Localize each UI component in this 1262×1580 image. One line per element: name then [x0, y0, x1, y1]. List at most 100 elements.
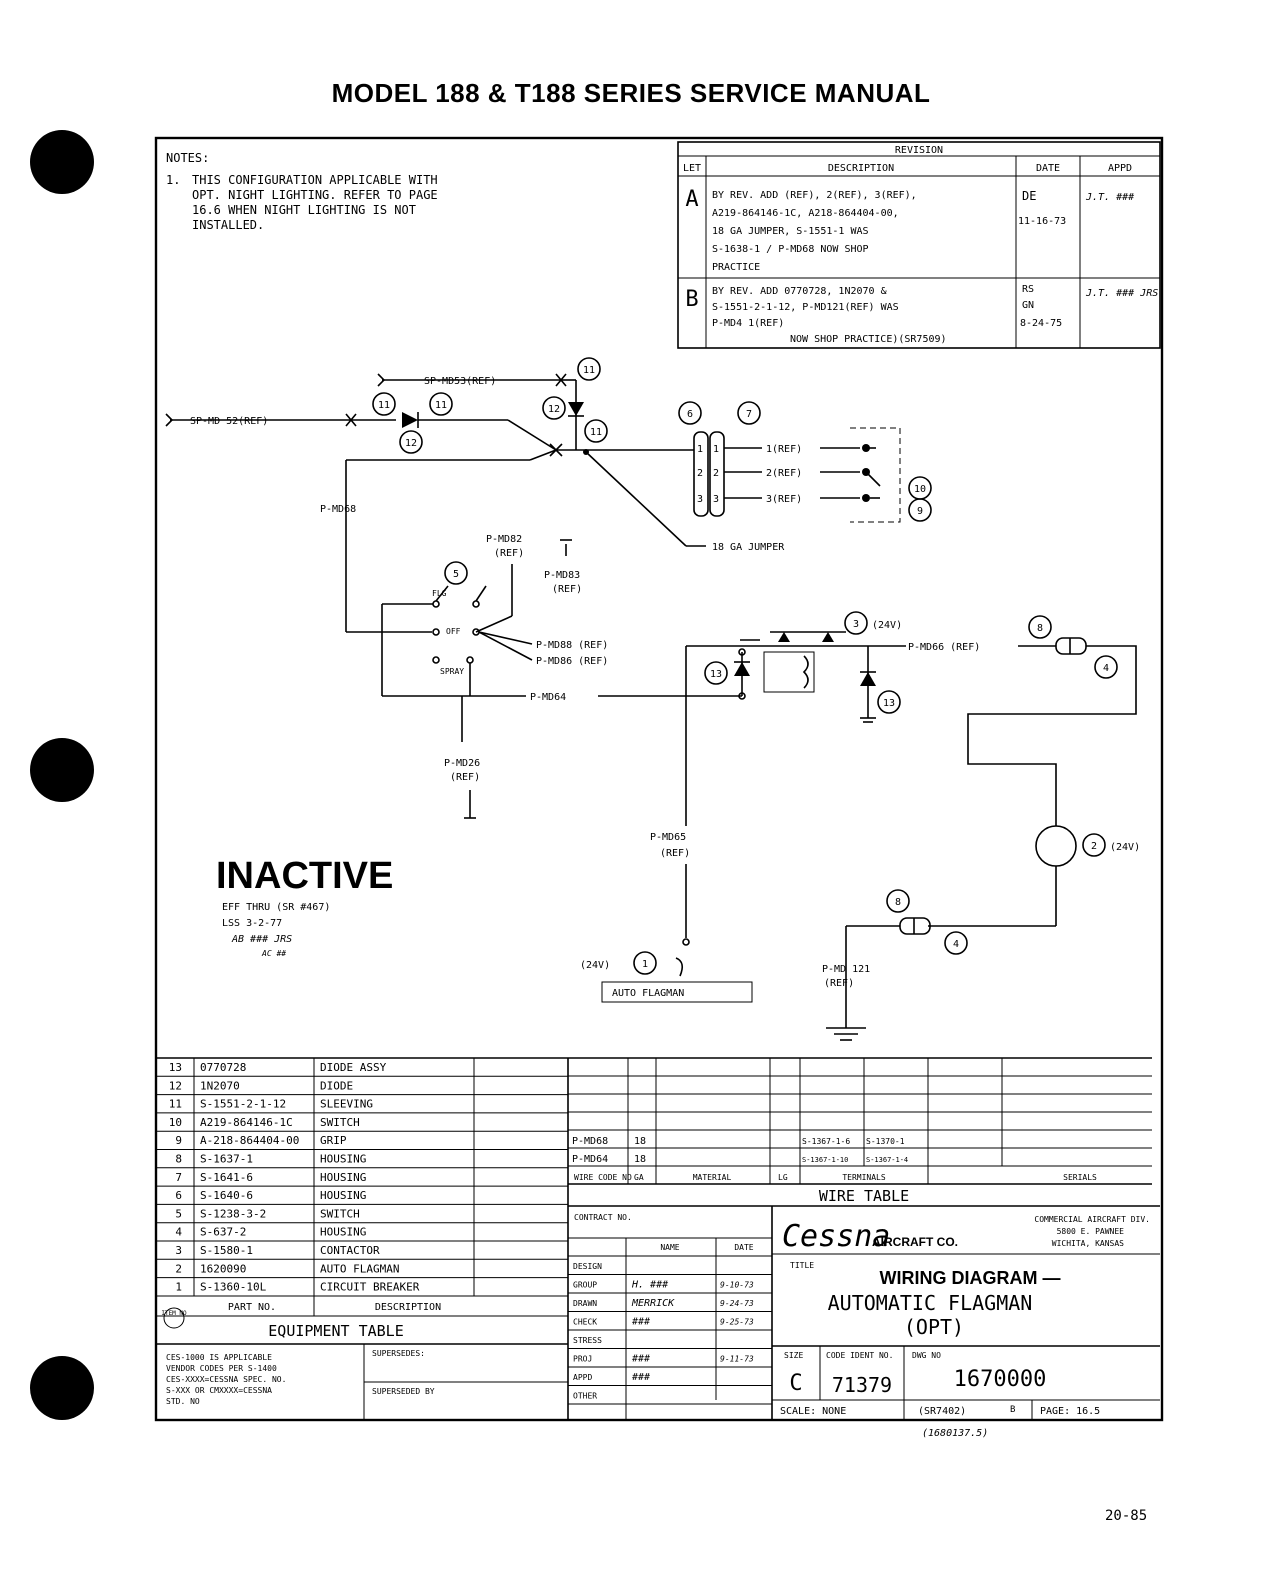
wire-row-terminal: S-1367-1-4 [866, 1156, 908, 1164]
drawing-title-line3: (OPT) [904, 1315, 964, 1339]
connector-pin: 2 [713, 468, 719, 479]
page-number: 20-85 [1105, 1508, 1148, 1524]
balloon-item-10: 10 [908, 476, 932, 500]
label-p-md121-ref: (REF) [824, 978, 854, 989]
equipment-description: HOUSING [320, 1153, 366, 1166]
equipment-part-no: S-1580-1 [200, 1244, 253, 1257]
connector-pin: 1 [713, 444, 719, 455]
svg-text:9: 9 [917, 506, 923, 517]
approval-date: 9-25-73 [720, 1318, 754, 1327]
equipment-item-no: 2 [175, 1262, 182, 1275]
vendor-note-line: S-XXX OR CMXXXX=CESSNA [166, 1386, 272, 1395]
svg-text:13: 13 [883, 698, 895, 709]
label-pin-ref-1: 1(REF) [766, 444, 802, 455]
bottom-note: (1680137.5) [922, 1428, 988, 1439]
equipment-part-no: S-1641-6 [200, 1171, 253, 1184]
label-p-md64: P-MD64 [530, 692, 566, 703]
approval-role: APPD [573, 1373, 592, 1382]
equipment-item-no: 10 [169, 1116, 182, 1129]
approval-row: CHECK ### 9-25-73 [573, 1317, 754, 1328]
balloon-item-11: 11 [577, 357, 601, 381]
revision-header-appd: APPD [1108, 163, 1132, 174]
contract-label: CONTRACT NO. [574, 1213, 632, 1222]
wire-header-ga: GA [634, 1173, 644, 1182]
svg-text:6: 6 [687, 409, 693, 420]
drawing-number: 1670000 [954, 1367, 1047, 1392]
revision-a-line: 18 GA JUMPER, S-1551-1 WAS [712, 226, 869, 237]
revision-a-line: A219-864146-1C, A218-864404-00, [712, 208, 899, 219]
wire-row-code: P-MD64 [572, 1154, 608, 1165]
wire-row-code: P-MD68 [572, 1136, 608, 1147]
equipment-item-no: 8 [175, 1153, 182, 1166]
wire-row-terminal: S-1367-1-10 [802, 1156, 848, 1164]
label-p-md83: P-MD83 [544, 570, 580, 581]
approval-name: H. ### [631, 1280, 669, 1291]
label-p-md66: P-MD66 (REF) [908, 642, 980, 653]
equipment-header-description: DESCRIPTION [375, 1302, 441, 1313]
label-p-md68: P-MD68 [320, 504, 356, 515]
superseded-by-label: SUPERSEDED BY [372, 1387, 435, 1396]
connector-pin: 1 [697, 444, 703, 455]
balloon-item-7: 7 [737, 401, 761, 425]
item-balloons: 11 11 11 12 12 11 6 7 10 9 5 3 8 4 13 13… [372, 357, 1118, 975]
equipment-description: CIRCUIT BREAKER [320, 1281, 420, 1294]
balloon-item-4: 4 [1094, 655, 1118, 679]
svg-text:11: 11 [378, 400, 390, 411]
company-suffix: AIRCRAFT CO. [872, 1235, 958, 1249]
approval-row: DESIGN [573, 1262, 602, 1271]
label-p-md86: P-MD86 (REF) [536, 656, 608, 667]
equipment-header-part: PART NO. [228, 1302, 276, 1313]
label-p-md26: P-MD26 [444, 758, 480, 769]
wire-header-material: MATERIAL [693, 1173, 732, 1182]
label-switch-spray: SPRAY [440, 667, 464, 676]
revision-b-date-name: GN [1022, 300, 1034, 311]
division-line: COMMERCIAL AIRCRAFT DIV. [1034, 1215, 1150, 1224]
label-p-md82: P-MD82 [486, 534, 522, 545]
approval-name: ### [631, 1317, 651, 1328]
equipment-description: HOUSING [320, 1189, 366, 1202]
label-pin-ref-3: 3(REF) [766, 494, 802, 505]
connector-pin: 3 [713, 494, 719, 505]
division-line: 5800 E. PAWNEE [1057, 1227, 1125, 1236]
revision-a-line: PRACTICE [712, 262, 760, 273]
balloon-item-8: 8 [886, 889, 910, 913]
rev-letter: B [1010, 1405, 1015, 1415]
revision-block: REVISION LET DESCRIPTION DATE APPD A BY … [677, 141, 1161, 349]
revision-header-date: DATE [1036, 163, 1060, 174]
revision-title: REVISION [895, 145, 943, 156]
binder-hole [30, 1356, 94, 1420]
balloon-item-1: 1 [633, 951, 657, 975]
approval-role: OTHER [573, 1392, 597, 1401]
equipment-part-no: A-218-864404-00 [200, 1134, 299, 1147]
label-p-md83-ref: (REF) [552, 584, 582, 595]
wire-table-title: WIRE TABLE [819, 1187, 909, 1205]
balloon-item-12: 12 [542, 396, 566, 420]
revision-header-description: DESCRIPTION [828, 163, 894, 174]
approval-name: ### [631, 1372, 651, 1383]
approval-role: CHECK [573, 1318, 597, 1327]
drawing-title-line1: WIRING DIAGRAM — [880, 1268, 1061, 1288]
svg-text:11: 11 [590, 427, 602, 438]
inactive-stamp: INACTIVE EFF THRU (SR #467) LSS 3-2-77 A… [216, 855, 393, 958]
svg-text:5: 5 [453, 569, 459, 580]
equipment-part-no: A219-864146-1C [200, 1116, 293, 1129]
balloon-item-11: 11 [429, 392, 453, 416]
equipment-item-no: 12 [169, 1079, 182, 1092]
label-breaker-volt: (24V) [1110, 842, 1140, 853]
approval-row: PROJ###9-11-73 [573, 1354, 754, 1365]
equipment-item-no: 11 [169, 1098, 182, 1111]
svg-text:4: 4 [953, 939, 959, 950]
approvals-name-header: NAME [660, 1243, 679, 1252]
revision-a-initials: DE [1022, 189, 1036, 203]
inactive-initials: AC ## [261, 949, 286, 958]
wire-header-wire: WIRE CODE NO [574, 1173, 632, 1182]
cessna-logo: Cessna [782, 1219, 890, 1254]
binder-hole [30, 738, 94, 802]
drawing-frame [154, 136, 1164, 1422]
